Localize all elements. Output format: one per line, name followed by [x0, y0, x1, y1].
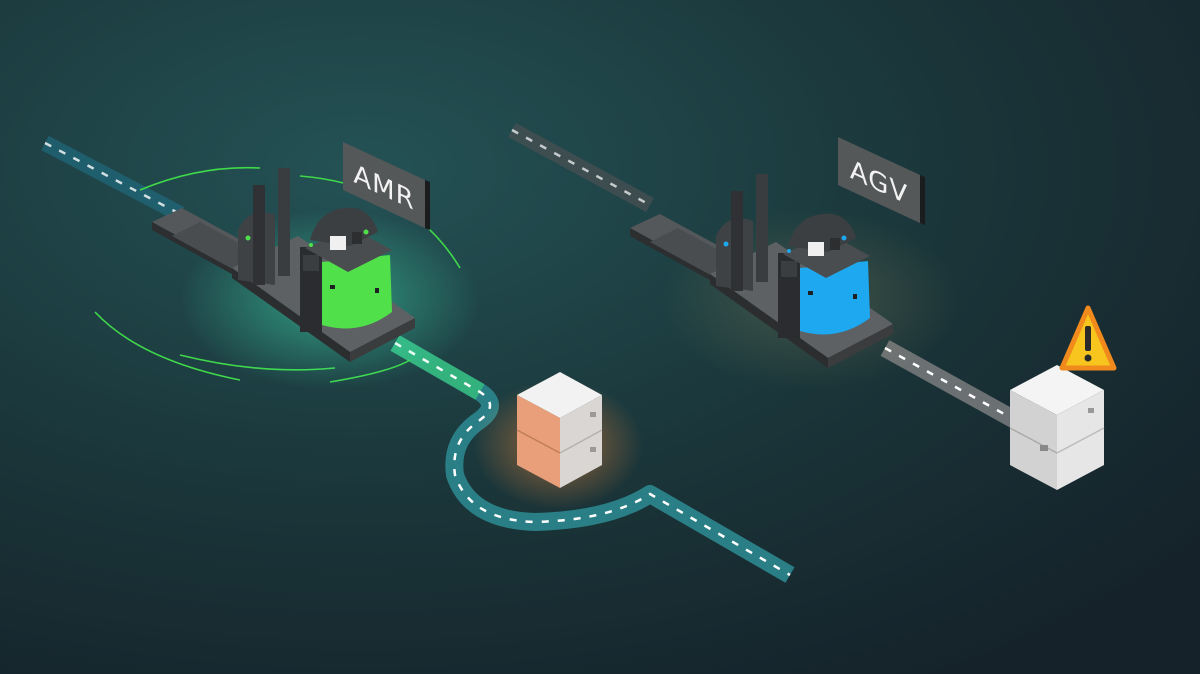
warning-icon	[1059, 305, 1117, 371]
package-boxes-blocked	[1009, 365, 1105, 490]
package-boxes-orange	[516, 372, 603, 488]
